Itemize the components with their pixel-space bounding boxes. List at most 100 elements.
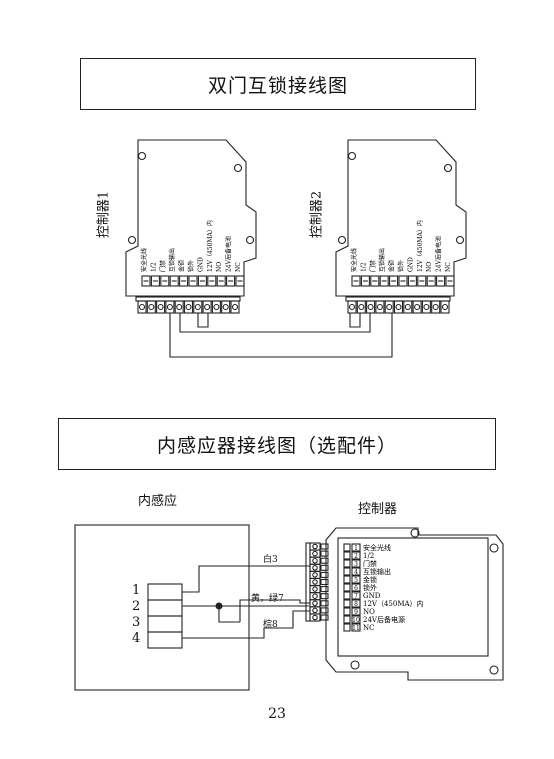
controller2-screw-cell	[384, 300, 394, 314]
controller2-terminal-box	[407, 275, 417, 287]
terminal-label: 1/2	[363, 552, 374, 560]
terminal-number-box	[343, 575, 351, 584]
screw	[312, 593, 318, 599]
page-number: 23	[268, 706, 286, 722]
controller1-screw-cell	[211, 300, 221, 314]
controller1-terminal-box	[235, 275, 245, 287]
screw	[312, 550, 318, 557]
screw	[312, 543, 318, 550]
sensor-pin-cell	[147, 583, 183, 601]
wire-jumper-2	[349, 313, 361, 328]
controller2-screw-cell	[347, 300, 357, 314]
wire-white-label: 白3	[263, 555, 278, 565]
terminal-label: 锁外	[363, 583, 377, 592]
controller1-screw-cell	[183, 300, 194, 314]
controller2-mount-hole	[347, 151, 357, 161]
terminal-label: NO	[363, 608, 375, 616]
controller2-terminal-label: NO	[426, 262, 433, 272]
controller2-screw	[386, 303, 393, 311]
terminal-number-cell	[351, 615, 361, 624]
wire-brown-label: 棕8	[263, 620, 278, 630]
controller2-screw-cell	[431, 300, 441, 314]
terminal-number-box	[343, 623, 351, 632]
screw-tab	[320, 571, 329, 578]
terminal-number-cell	[351, 575, 361, 584]
controller2-terminal-box	[436, 275, 446, 287]
terminal-number-cell	[351, 559, 361, 568]
terminal-number-box	[343, 551, 351, 560]
wire-white	[182, 565, 310, 593]
controller1-screw	[138, 303, 146, 311]
screw-tab	[320, 550, 329, 557]
controller-mount-hole	[350, 660, 360, 670]
terminal-number-box	[343, 567, 351, 576]
sensor-pin-2: 2	[132, 599, 141, 614]
screw	[312, 600, 318, 607]
controller1-screw	[176, 303, 183, 311]
controller2-screw	[358, 303, 365, 311]
controller1-screw-cell	[221, 300, 231, 314]
screw	[312, 579, 318, 585]
terminal-label: 金锁	[363, 575, 377, 584]
terminal-label: GND	[363, 592, 381, 600]
controller1-terminal-box	[179, 275, 189, 287]
controller2-screw-cell	[375, 300, 385, 314]
controller2-terminal-label: 1/2	[360, 262, 367, 272]
controller2-terminal-box	[351, 275, 361, 287]
controller2-screw-cell	[421, 300, 431, 314]
controller2-connector-rail	[345, 296, 451, 302]
controller2-terminal-box	[417, 275, 427, 287]
controller2-terminal-box	[426, 275, 436, 287]
terminal-number: 9	[354, 609, 358, 616]
screw	[312, 565, 318, 571]
terminal-number-cell	[351, 543, 361, 552]
controller1-screw	[231, 303, 239, 311]
screw	[312, 607, 318, 614]
screw-tab	[320, 607, 329, 614]
terminal-number-box	[343, 559, 351, 568]
controller2-mount-hole	[455, 235, 465, 245]
controller2-screw-cell	[356, 300, 366, 314]
controller1-outline	[125, 139, 257, 297]
screw-tab	[320, 543, 329, 550]
controller-mount-hole	[489, 665, 499, 675]
controller1-terminal-label: 金锁	[178, 260, 186, 272]
controller2-screw-cell	[412, 300, 422, 314]
controller2-terminal-label: 12V（450MA）内	[416, 220, 424, 272]
terminal-label: NC	[363, 624, 374, 632]
controller2-terminal-label: 24V后备电池	[435, 236, 443, 272]
sensor-box	[74, 524, 250, 691]
screw	[312, 557, 318, 564]
terminal-number-box	[343, 583, 351, 592]
controller-label: 控制器	[358, 502, 398, 517]
controller-inner-panel	[337, 537, 489, 657]
screw-tab	[320, 564, 329, 571]
controller1-mount-hole	[233, 163, 243, 173]
wire-inner	[179, 313, 371, 333]
controller-outline	[325, 527, 504, 681]
controller1-terminal-label: 互锁输出	[168, 248, 176, 272]
controller1-terminal-box	[197, 275, 207, 287]
controller1-terminal-box	[169, 275, 179, 287]
terminal-number-box	[343, 543, 351, 552]
wire-green	[239, 599, 310, 622]
controller2-screw-cell	[440, 300, 450, 314]
controller1-screw	[166, 303, 173, 311]
controller1-screw	[222, 303, 229, 311]
controller1-terminal-box	[160, 275, 170, 287]
terminal-label: 互锁输出	[363, 567, 391, 576]
screw-tab	[320, 578, 329, 586]
controller-mount-hole	[489, 543, 499, 553]
terminal-number: 6	[354, 585, 358, 592]
controller2-terminal-box	[370, 275, 380, 287]
section1-title-box: 双门互锁接线图	[80, 58, 476, 110]
controller2-terminal-label: 锁外	[397, 260, 405, 272]
controller1-screw	[157, 303, 164, 311]
controller2-terminal-label: NC	[445, 262, 452, 272]
controller2-mount-hole	[443, 163, 453, 173]
controller1-screw	[148, 303, 155, 311]
terminal-number-cell	[351, 607, 361, 616]
wire-outer	[169, 313, 393, 358]
